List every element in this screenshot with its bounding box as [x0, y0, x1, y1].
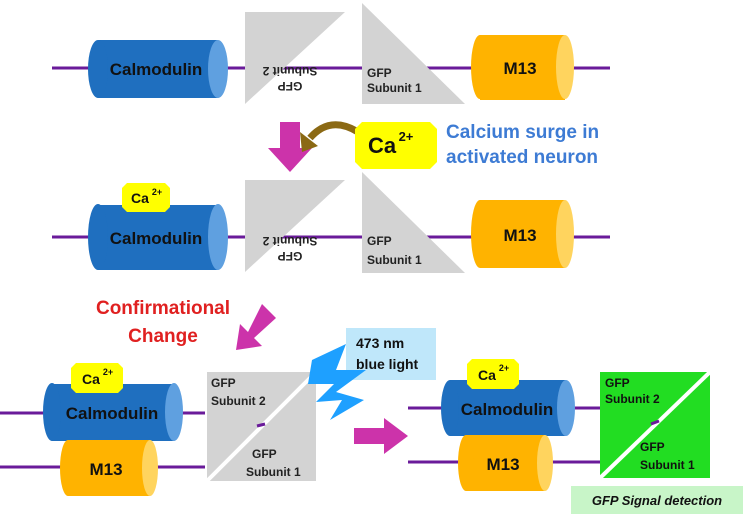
diagonal-arrow-icon: [236, 304, 276, 350]
subunit-1-label: Subunit 1: [367, 81, 422, 95]
gfp-subunit-1-triangle: GFP Subunit 1: [362, 3, 465, 104]
gfp-subunit-2-triangle: GFP Subunit 2: [245, 12, 345, 104]
lightning-bolt-icon: [308, 344, 366, 420]
m13-label: M13: [89, 460, 122, 479]
gfp-label: GFP: [367, 234, 392, 248]
calmodulin-cylinder: Calmodulin: [441, 380, 575, 436]
calcium-surge-line-1: Calcium surge in: [446, 122, 599, 143]
calcium-badge: Ca 2+: [467, 359, 519, 389]
row-1-resting-state: Calmodulin GFP Subunit 2 GFP Subunit 1 M…: [52, 3, 610, 104]
gfp-label: GFP: [605, 376, 630, 390]
curved-arrow-icon: [307, 121, 360, 141]
calmodulin-label: Calmodulin: [461, 400, 554, 419]
gfp-label: GFP: [640, 440, 665, 454]
gfp-subunit-1-triangle: GFP Subunit 1: [362, 172, 465, 273]
gfp-label: GFP: [252, 447, 277, 461]
m13-cylinder: M13: [471, 35, 574, 100]
subunit-1-label: Subunit 1: [367, 253, 422, 267]
m13-cylinder: M13: [458, 435, 553, 491]
gfp-label: GFP: [278, 249, 303, 263]
calcium-badge: Ca 2+: [122, 183, 170, 212]
confirmational-line-1: Confirmational: [96, 298, 230, 319]
row-2-calcium-bound: Calmodulin Ca 2+ GFP Subunit 2 GFP Subun…: [52, 172, 610, 273]
complex-dark-state: Calmodulin M13 Ca 2+ GFP Subunit 2 GFP S…: [0, 363, 318, 496]
calmodulin-label: Calmodulin: [110, 60, 203, 79]
complex-fluorescent-state: Calmodulin M13 Ca 2+ GFP Subunit 2 GFP S…: [408, 359, 712, 491]
m13-label: M13: [486, 455, 519, 474]
down-arrow-icon: [268, 122, 312, 172]
m13-label: M13: [503, 59, 536, 78]
ca-superscript: 2+: [152, 187, 162, 197]
curved-arrow-head-icon: [300, 132, 318, 152]
m13-cylinder: M13: [60, 440, 158, 496]
calmodulin-cylinder: Calmodulin: [88, 204, 228, 270]
calcium-badge: Ca 2+: [71, 363, 123, 393]
gfp-split-square-green: GFP Subunit 2 GFP Subunit 1: [598, 370, 712, 480]
gfp-label: GFP: [211, 376, 236, 390]
ca-superscript: 2+: [103, 367, 113, 377]
ca-superscript: 2+: [399, 129, 414, 144]
ca-ion-label: Ca: [368, 133, 397, 158]
gfp-label: GFP: [278, 79, 303, 93]
signal-label: GFP Signal detection: [592, 493, 722, 508]
gfp-subunit-2-triangle: GFP Subunit 2: [245, 180, 345, 272]
calmodulin-label: Calmodulin: [110, 229, 203, 248]
subunit-2-label: Subunit 2: [211, 394, 266, 408]
subunit-1-label: Subunit 1: [246, 465, 301, 479]
ca-ion-label: Ca: [82, 371, 100, 387]
light-line-2: blue light: [356, 356, 419, 372]
m13-label: M13: [503, 226, 536, 245]
signal-box: [571, 486, 743, 514]
subunit-1-label: Subunit 1: [640, 458, 695, 472]
ca-ion-label: Ca: [478, 367, 496, 383]
right-arrow-icon: [354, 418, 408, 454]
m13-cylinder: M13: [471, 200, 574, 268]
calmodulin-label: Calmodulin: [66, 404, 159, 423]
subunit-2-label: Subunit 2: [262, 64, 317, 78]
ca-superscript: 2+: [499, 363, 509, 373]
ca-ion-label: Ca: [131, 190, 149, 206]
gfp-label: GFP: [367, 66, 392, 80]
light-line-1: 473 nm: [356, 335, 404, 351]
gfp-split-square-grey: GFP Subunit 2 GFP Subunit 1: [205, 370, 318, 483]
calcium-surge-line-2: activated neuron: [446, 147, 598, 168]
calmodulin-cylinder: Calmodulin: [88, 40, 228, 98]
confirmational-line-2: Change: [128, 326, 198, 347]
subunit-2-label: Subunit 2: [262, 234, 317, 248]
calcium-badge-large: Ca 2+: [355, 122, 437, 169]
calmodulin-cylinder: Calmodulin: [43, 383, 183, 441]
subunit-2-label: Subunit 2: [605, 392, 660, 406]
